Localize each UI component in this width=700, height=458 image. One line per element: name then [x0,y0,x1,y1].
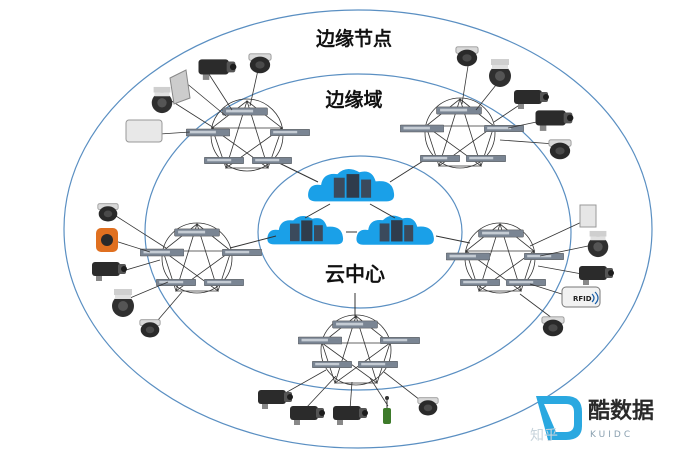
cloud-right-icon [356,215,434,245]
bullet-camera-icon [290,406,325,425]
cloud-top-icon [308,169,395,202]
center-ring [257,155,463,309]
watermark-logo: 酷数据 KUIDC 知乎 [530,396,654,444]
outer-ring-label: 边缘节点 [315,28,392,50]
radar-panel-icon [125,119,163,143]
edge-domain-right: RFID [446,204,614,337]
watermark-faint: 知乎 [530,427,558,444]
dome-camera-icon [455,46,479,67]
dome-camera-icon [417,397,439,416]
bullet-camera-icon [198,59,237,80]
ptz-camera-icon [587,230,609,258]
dome-camera-icon [248,53,272,74]
bullet-camera-icon [579,266,614,285]
sensor-panel-icon [579,204,597,228]
center-label: 云中心 [325,262,385,286]
bullet-camera-icon [92,262,127,281]
cloud-left-icon [267,215,344,245]
rfid-label: RFID [573,295,592,303]
ptz-camera-icon [112,289,134,317]
dome-camera-icon [548,139,572,160]
bullet-camera-icon [333,406,368,425]
outer-ring [63,9,653,449]
bullet-camera-icon [514,90,549,109]
dome-camera-icon [139,319,161,338]
ptz-camera-icon [489,59,511,87]
cloud-center-cluster [267,169,434,245]
bullet-camera-icon [258,390,293,409]
middle-ring-label: 边缘域 [324,88,382,111]
bullet-camera-icon [535,110,574,131]
dome-camera-icon [97,203,119,222]
ptz-camera-icon [151,86,173,114]
dome-camera-icon [541,316,565,337]
edge-domain-top-left [125,53,310,172]
watermark-brand: 酷数据 [588,398,654,424]
antenna-panel-icon [169,69,191,105]
wireless-sensor-icon [383,396,391,424]
watermark-sub: KUIDC [590,430,633,440]
edge-domain-top-right [400,46,574,169]
middle-ring [144,73,572,391]
edge-domain-left [92,203,262,338]
rfid-reader-icon [561,286,601,308]
edge-domain-bottom [258,314,439,425]
